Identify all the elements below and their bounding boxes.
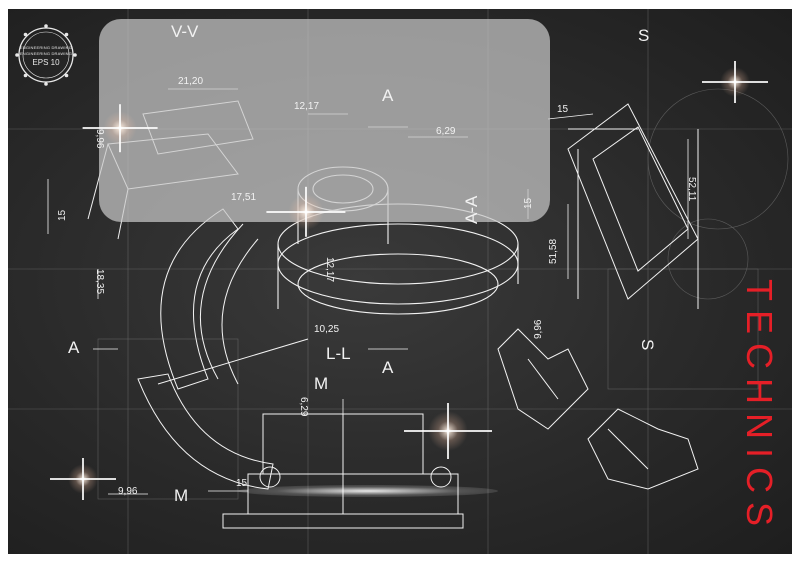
light-streak (238, 485, 498, 497)
badge-line-2: ENGINEERING DRAWING (19, 51, 73, 56)
lens-flare (288, 194, 324, 230)
dimension-label: 10,25 (314, 324, 340, 335)
lens-flare (103, 111, 137, 145)
dimension-label: 15 (557, 104, 569, 115)
dimension-label: 6,29 (298, 397, 309, 417)
dimension-label: 21,20 (178, 76, 204, 87)
dimension-label: 17,51 (231, 192, 257, 203)
lens-flare (428, 411, 468, 451)
view-title-vv: V-V (171, 22, 199, 41)
gear-seal-icon (15, 24, 77, 86)
part-shaft-right (567, 103, 699, 309)
dimension-label: 51,58 (548, 238, 559, 264)
part-gear-bottom-right (497, 328, 699, 490)
dimension-label: 15 (523, 197, 534, 209)
viewport-overlay-panel (99, 19, 550, 222)
dimension-label: 9,96 (118, 486, 138, 497)
section-mark-s-bottom: S (638, 339, 657, 351)
section-mark-a-left: A (68, 338, 80, 357)
dimension-label: 12,17 (294, 101, 320, 112)
section-mark-m-bottom: M (174, 486, 189, 505)
section-mark-m-top: M (314, 374, 329, 393)
badge: ENGINEERING DRAWING ENGINEERING DRAWING … (14, 23, 78, 87)
section-label-aa: A-A (462, 195, 481, 224)
lens-flare (68, 464, 98, 494)
blueprint-background: V-V ENGINEERING DRAWING ENGINEERING DRAW… (8, 9, 792, 554)
section-mark-a-top: A (382, 86, 394, 105)
part-ring-section-left (137, 208, 309, 490)
dimension-label: 18,35 (94, 269, 105, 295)
dimension-label: 15 (236, 478, 248, 489)
badge-line-1: ENGINEERING DRAWING (19, 45, 73, 50)
dimension-label: 15 (57, 209, 68, 221)
technics-vertical-title: TECHNICS (739, 279, 780, 536)
badge-eps-label: EPS 10 (32, 58, 60, 67)
dimension-label: 52,11 (686, 177, 697, 202)
section-label-ll: L-L (326, 344, 351, 363)
lens-flare (720, 67, 750, 97)
dimension-label: 6,29 (436, 126, 456, 137)
section-mark-a-bottom: A (382, 358, 394, 377)
section-mark-s-top: S (638, 26, 650, 45)
dimension-label: 9,96 (533, 319, 544, 339)
dimension-label: 12,17 (324, 257, 335, 283)
